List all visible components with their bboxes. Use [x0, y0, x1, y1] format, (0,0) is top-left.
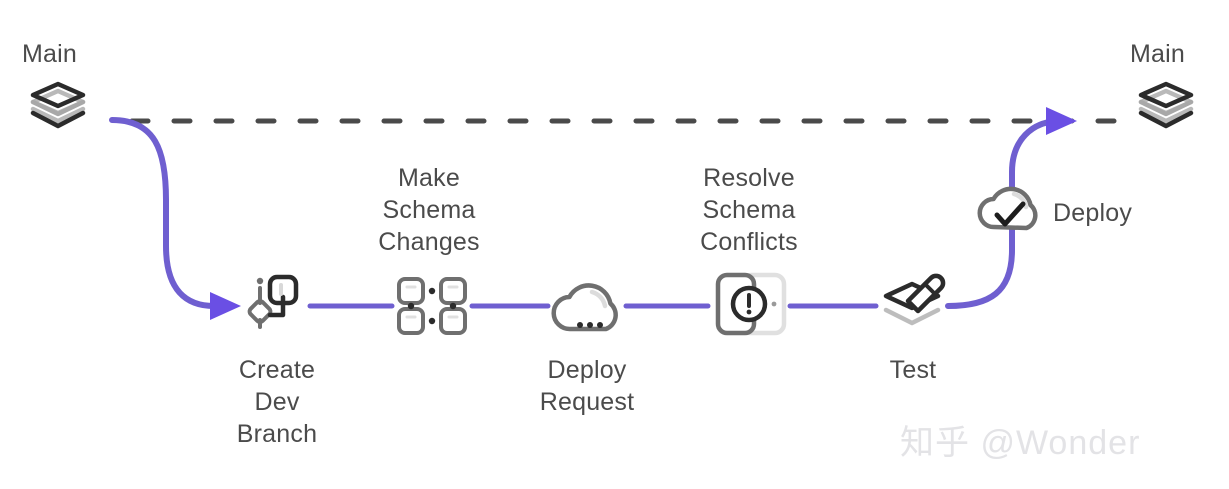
merge-back-connector [945, 107, 1077, 309]
main-right-label: Main [1130, 40, 1185, 68]
schema-grid-icon [397, 277, 467, 335]
conflict-alert-icon [715, 272, 787, 336]
watermark: 知乎 @Wonder [900, 424, 1141, 462]
cloud-dots-icon [551, 283, 618, 332]
make-schema-changes-label: Make Schema Changes [378, 164, 480, 256]
cloud-check-icon [977, 186, 1038, 231]
branch-out-connector [109, 117, 241, 320]
layers-pencil-icon [883, 273, 946, 326]
git-branch-icon [247, 274, 299, 329]
deploy-request-label: Deploy Request [539, 356, 635, 416]
test-label: Test [889, 356, 937, 384]
layers-icon [1138, 81, 1194, 129]
layers-icon [30, 81, 86, 129]
deploy-label: Deploy [1053, 199, 1133, 227]
create-dev-branch-label: Create Dev Branch [236, 356, 318, 448]
main-left-label: Main [22, 40, 77, 68]
resolve-schema-conflicts-label: Resolve Schema Conflicts [700, 164, 798, 256]
